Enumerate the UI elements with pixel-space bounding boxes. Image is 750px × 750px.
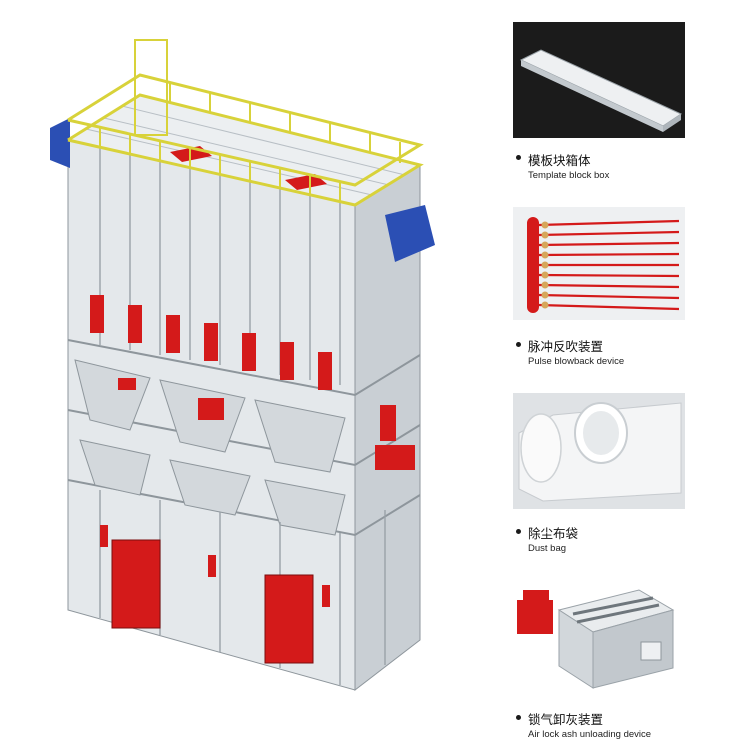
component-label-zh: 模板块箱体 [528, 154, 591, 168]
component-label-en: Air lock ash unloading device [528, 729, 652, 740]
template-block-box-image [513, 22, 685, 138]
pulse-blowback-device-image [513, 207, 685, 320]
bullet-dot [516, 529, 521, 534]
bullet-dot [516, 715, 521, 720]
bullet-dot [516, 342, 521, 347]
component-label-zh: 锁气卸灰装置 [528, 713, 604, 727]
air-lock-ash-unloading-image [513, 580, 685, 695]
component-label-zh: 除尘布袋 [528, 527, 579, 541]
component-label-zh: 脉冲反吹装置 [528, 340, 604, 354]
component-label-en: Pulse blowback device [528, 356, 625, 367]
component-label-en: Template block box [528, 170, 610, 181]
bullet-dot [516, 155, 521, 160]
dust-bag-image [513, 393, 685, 509]
dust-collector-illustration [50, 39, 435, 692]
component-label-en: Dust bag [528, 543, 567, 554]
